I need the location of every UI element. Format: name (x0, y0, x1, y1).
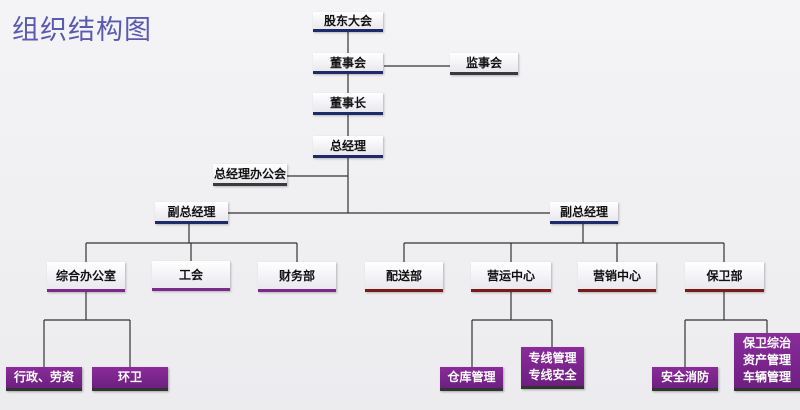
gm-office-node: 总经理办公会 (213, 164, 287, 186)
sanitation-leaf: 环卫 (92, 367, 168, 391)
chairman-node: 董事长 (313, 93, 383, 115)
board-node: 董事会 (313, 53, 383, 74)
shareholders-node: 股东大会 (313, 12, 383, 32)
fire-safety-leaf: 安全消防 (652, 367, 718, 391)
delivery-node: 配送部 (365, 262, 443, 292)
vehicle-mgmt-label: 车辆管理 (742, 370, 791, 384)
security-node: 保卫部 (685, 262, 764, 292)
security-mgmt-leaf: 保卫综治 资产管理 车辆管理 (734, 333, 800, 391)
marketing-node: 营销中心 (578, 262, 656, 292)
line-safety-label: 专线安全 (528, 367, 577, 382)
finance-node: 财务部 (258, 262, 336, 292)
operations-node: 营运中心 (471, 262, 551, 292)
warehouse-leaf: 仓库管理 (440, 367, 503, 391)
security-governance-label: 保卫综治 (742, 336, 791, 350)
vp-left-node: 副总经理 (155, 202, 228, 224)
union-node: 工会 (152, 261, 230, 291)
admin-hr-leaf: 行政、劳资 (6, 367, 82, 391)
line-mgmt-label: 专线管理 (528, 350, 577, 365)
page-title: 组织结构图 (12, 15, 152, 46)
general-office-node: 综合办公室 (47, 262, 125, 292)
vp-right-node: 副总经理 (550, 202, 618, 224)
asset-mgmt-label: 资产管理 (742, 353, 791, 367)
gm-node: 总经理 (313, 136, 383, 158)
line-mgmt-leaf: 专线管理 专线安全 (521, 347, 584, 389)
supervisors-node: 监事会 (450, 53, 518, 75)
